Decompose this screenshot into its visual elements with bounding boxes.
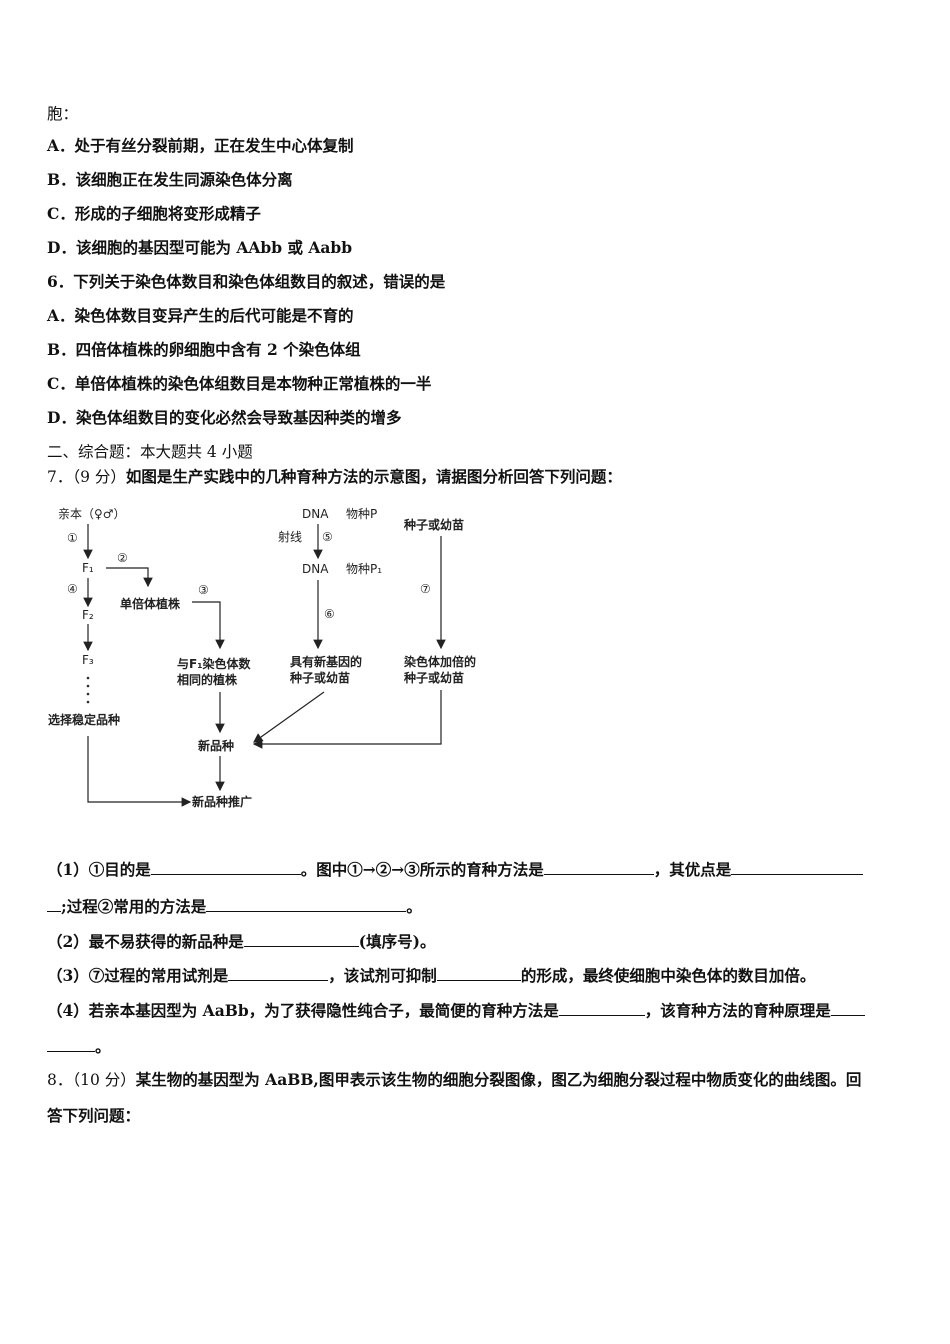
species-p1-label: 物种P₁	[346, 562, 382, 576]
q6-option-c: C．单倍体植株的染色体组数目是本物种正常植株的一半	[47, 374, 432, 393]
answer-blank[interactable]	[47, 1035, 95, 1052]
seed-label: 种子或幼苗	[403, 517, 464, 532]
doubled-label-1: 染色体加倍的	[403, 654, 476, 669]
answer-blank[interactable]	[436, 964, 521, 981]
promote-label: 新品种推广	[192, 794, 252, 809]
answer-blank[interactable]	[228, 964, 329, 981]
q5-option-c: C．形成的子细胞将变形成精子	[47, 204, 261, 223]
q7-sub4-line1: （4）若亲本基因型为 AaBb，为了获得隐性纯合子，最简便的育种方法是，该育种方…	[47, 999, 865, 1021]
q6-option-b: B．四倍体植株的卵细胞中含有 2 个染色体组	[47, 340, 361, 359]
q7-number: 7．（9 分）	[47, 468, 126, 486]
q7-sub3: （3）⑦过程的常用试剂是，该试剂可抑制的形成，最终使细胞中染色体的数目加倍。	[47, 964, 816, 985]
f1-label: F₁	[82, 561, 94, 575]
answer-blank[interactable]	[206, 895, 407, 912]
ellipsis-dot	[86, 700, 90, 704]
step-5-label: ⑤	[322, 530, 333, 544]
q7-sub2: （2）最不易获得的新品种是(填序号)。	[47, 930, 436, 951]
ellipsis-dot	[86, 676, 90, 680]
step-6-label: ⑥	[324, 607, 335, 621]
q7-sub1-line1: （1）①目的是。图中①→②→③所示的育种方法是，其优点是	[47, 858, 864, 880]
arrow-select-promote	[87, 736, 192, 807]
arrow-new-gene-new-variety	[253, 691, 325, 743]
answer-blank[interactable]	[150, 858, 301, 875]
q7-stem: 7．（9 分）如图是生产实践中的几种育种方法的示意图，请据图分析回答下列问题：	[47, 467, 622, 487]
q6-option-d: D．染色体组数目的变化必然会导致基因种类的增多	[47, 408, 402, 427]
answer-blank[interactable]	[558, 999, 645, 1016]
same-chrom-label-2: 相同的植株	[177, 672, 238, 687]
answer-blank[interactable]	[830, 999, 865, 1016]
q8-stem-line1: 8．（10 分）某生物的基因型为 AaBB,图甲表示该生物的细胞分裂图像，图乙为…	[47, 1070, 861, 1090]
q6-option-a: A．染色体数目变异产生的后代可能是不育的	[47, 306, 354, 325]
haploid-label: 单倍体植株	[120, 596, 181, 611]
dna-label-2: DNA	[302, 562, 329, 576]
arrow-f1-haploid	[106, 567, 153, 588]
ellipsis-dot	[86, 692, 90, 696]
q5-option-d: D．该细胞的基因型可能为 AAbb 或 Aabb	[47, 238, 353, 257]
step-4-label: ④	[67, 582, 78, 596]
doubled-label-2: 种子或幼苗	[403, 670, 464, 685]
ellipsis-dot	[86, 684, 90, 688]
line-cell: 胞：	[47, 105, 79, 123]
answer-blank[interactable]	[243, 930, 359, 947]
q8-stem-line2: 答下列问题：	[47, 1106, 141, 1125]
ray-label: 射线	[278, 529, 302, 544]
species-p-label: 物种P	[346, 507, 377, 521]
dna-label-1: DNA	[302, 507, 329, 521]
step-7-label: ⑦	[420, 582, 431, 596]
q7-sub4-line2: 。	[47, 1035, 111, 1057]
q7-text: 如图是生产实践中的几种育种方法的示意图，请据图分析回答下列问题：	[125, 467, 622, 486]
step-1-label: ①	[67, 531, 78, 545]
new-variety-label: 新品种	[198, 738, 234, 753]
q5-option-b: B．该细胞正在发生同源染色体分离	[47, 170, 293, 189]
step-2-label: ②	[117, 551, 128, 565]
q6-stem: 6．下列关于染色体数目和染色体组数目的叙述，错误的是	[47, 272, 446, 291]
new-gene-label-1: 具有新基因的	[290, 654, 362, 669]
q5-option-a: A．处于有丝分裂前期，正在发生中心体复制	[47, 136, 354, 155]
same-chrom-label-1: 与F₁染色体数	[177, 656, 251, 671]
arrow-doubled-new-variety	[252, 690, 442, 749]
q7-sub1-line2: ;过程②常用的方法是。	[47, 895, 422, 917]
f3-label: F₃	[82, 653, 94, 667]
answer-blank[interactable]	[47, 895, 61, 912]
parents-label: 亲本（♀♂）	[58, 507, 126, 521]
select-stable-label: 选择稳定品种	[48, 712, 120, 727]
answer-blank[interactable]	[543, 858, 654, 875]
arrow-haploid-same-chrom	[192, 601, 225, 650]
q8-number: 8．（10 分）	[47, 1071, 136, 1089]
new-gene-label-2: 种子或幼苗	[289, 670, 350, 685]
q8-text: 某生物的基因型为 AaBB,图甲表示该生物的细胞分裂图像，图乙为细胞分裂过程中物…	[135, 1070, 862, 1089]
f2-label: F₂	[82, 608, 94, 622]
answer-blank[interactable]	[731, 858, 864, 875]
section-2-heading: 二、综合题：本大题共 4 小题	[47, 443, 253, 461]
step-3-label: ③	[198, 583, 209, 597]
breeding-methods-diagram: 亲本（♀♂） ① F₁ ② ④ F₂ F₃ 选择稳定品种 单倍体植株 ③ 与F₁…	[48, 507, 476, 809]
